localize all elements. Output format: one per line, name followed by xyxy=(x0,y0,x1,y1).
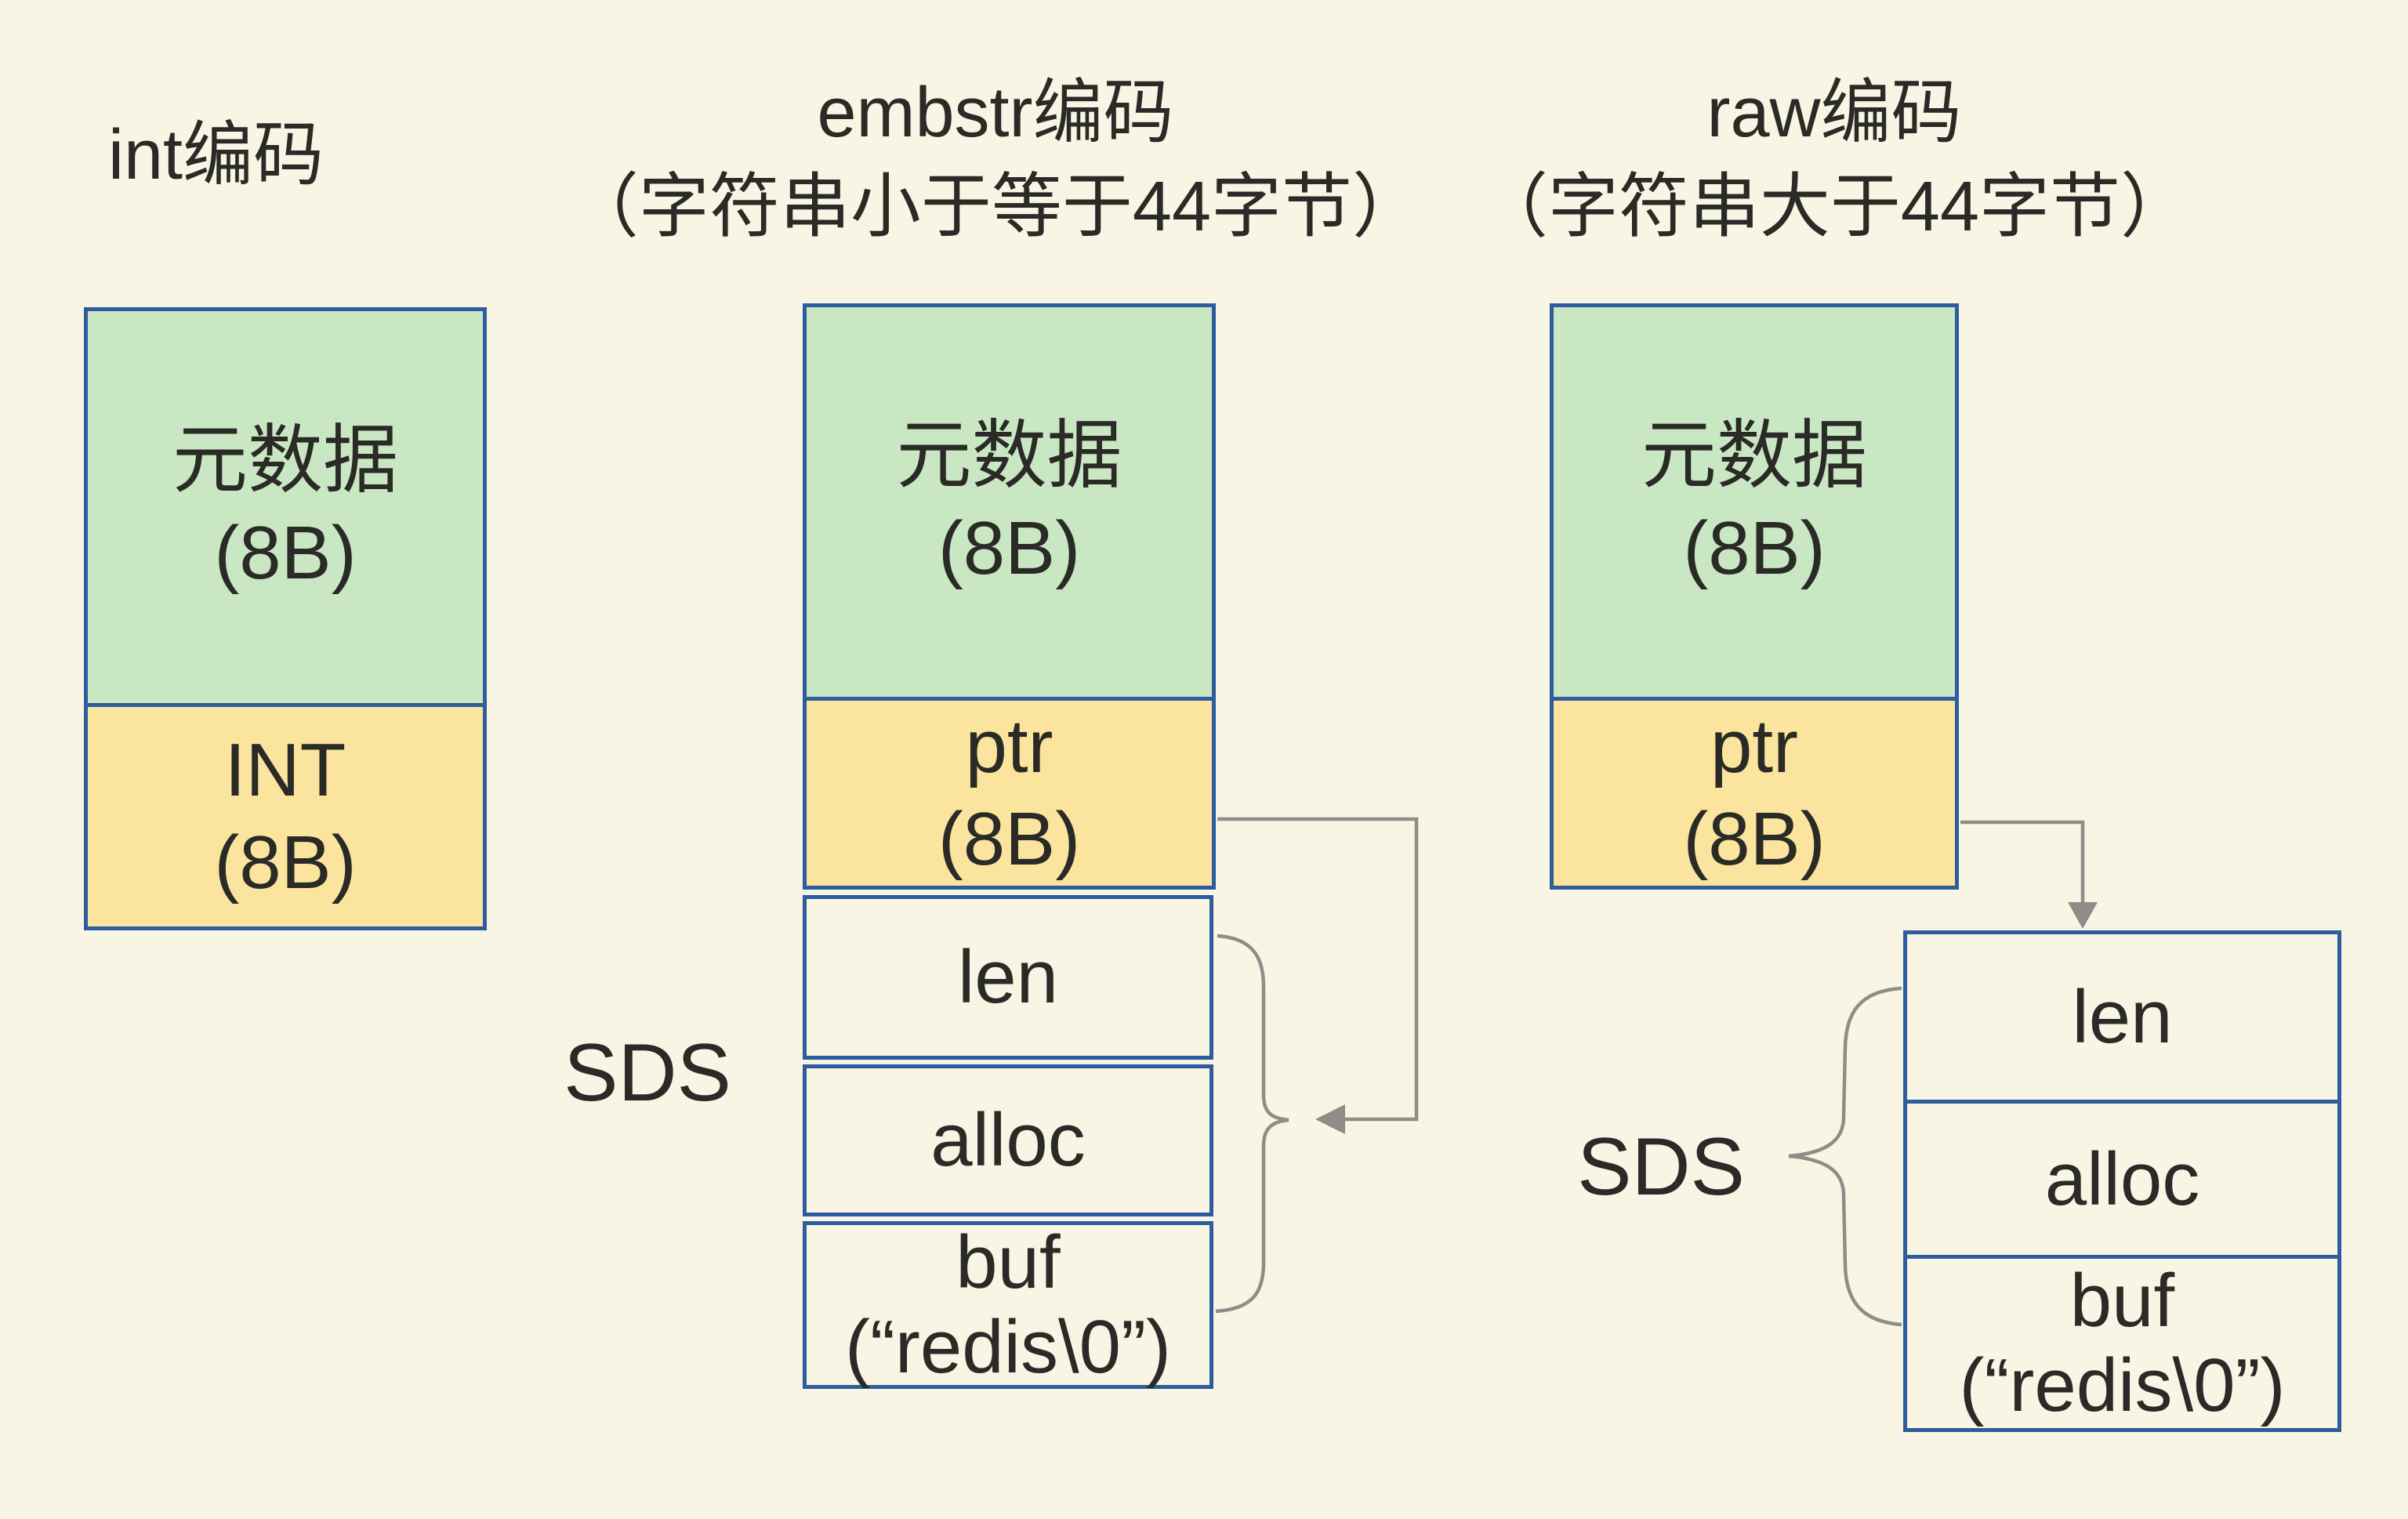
embstr-sds-label: SDS xyxy=(564,1028,731,1118)
embstr-metadata-label: 元数据 xyxy=(896,413,1122,498)
title-raw-line1: raw编码 xyxy=(1706,74,1962,152)
int-value-size: (8B) xyxy=(214,821,357,905)
raw-buf-value: (“redis\0”) xyxy=(1959,1343,2286,1427)
raw-sds-buf-row: buf (“redis\0”) xyxy=(1907,1255,2337,1428)
int-metadata-section: 元数据 (8B) xyxy=(88,311,483,707)
embstr-ptr-label: ptr xyxy=(965,705,1054,789)
title-embstr-line1: embstr编码 xyxy=(817,74,1174,152)
raw-pointer-line xyxy=(1960,820,2085,914)
embstr-sds-len-cell: len xyxy=(803,895,1213,1060)
embstr-ptr-size: (8B) xyxy=(937,797,1081,881)
embstr-alloc-label: alloc xyxy=(930,1098,1086,1182)
embstr-pointer-arrowhead xyxy=(1315,1104,1345,1134)
raw-sds-box: len alloc buf (“redis\0”) xyxy=(1903,930,2341,1432)
raw-metadata-section: 元数据 (8B) xyxy=(1554,307,1955,701)
embstr-sds-buf-cell: buf (“redis\0”) xyxy=(803,1220,1213,1389)
raw-len-label: len xyxy=(2072,974,2173,1059)
title-embstr-line2: （字符串小于等于44字节） xyxy=(568,168,1423,246)
int-metadata-label: 元数据 xyxy=(172,419,398,502)
raw-sds-len-row: len xyxy=(1907,934,2337,1100)
raw-object-box: 元数据 (8B) ptr (8B) xyxy=(1550,303,1959,890)
int-metadata-size: (8B) xyxy=(214,511,357,595)
raw-metadata-label: 元数据 xyxy=(1641,413,1867,498)
raw-ptr-label: ptr xyxy=(1710,705,1799,789)
embstr-pointer-line xyxy=(1217,817,1419,1122)
raw-metadata-size: (8B) xyxy=(1683,506,1826,590)
int-object-box: 元数据 (8B) INT (8B) xyxy=(84,307,487,930)
raw-sds-brace xyxy=(1788,986,1902,1327)
raw-sds-alloc-row: alloc xyxy=(1907,1100,2337,1255)
embstr-metadata-size: (8B) xyxy=(937,506,1081,590)
raw-alloc-label: alloc xyxy=(2044,1137,2200,1221)
raw-ptr-size: (8B) xyxy=(1683,797,1826,881)
embstr-metadata-section: 元数据 (8B) xyxy=(807,307,1212,701)
raw-buf-label: buf xyxy=(2069,1259,2175,1343)
int-value-section: INT (8B) xyxy=(88,707,483,926)
embstr-sds-alloc-cell: alloc xyxy=(803,1064,1213,1216)
embstr-object-box: 元数据 (8B) ptr (8B) xyxy=(803,303,1216,890)
int-value-label: INT xyxy=(224,728,346,812)
raw-ptr-section: ptr (8B) xyxy=(1554,701,1955,886)
embstr-len-label: len xyxy=(957,935,1059,1019)
title-embstr-encoding: embstr编码 （字符串小于等于44字节） xyxy=(408,66,1583,254)
embstr-ptr-section: ptr (8B) xyxy=(807,701,1212,886)
title-int-encoding: int编码 xyxy=(108,116,325,194)
title-raw-line2: （字符串大于44字节） xyxy=(1477,168,2192,246)
embstr-buf-label: buf xyxy=(956,1220,1061,1304)
raw-pointer-arrowhead xyxy=(2068,902,2098,929)
embstr-sds-brace xyxy=(1215,934,1289,1314)
embstr-buf-value: (“redis\0”) xyxy=(844,1305,1171,1389)
title-raw-encoding: raw编码 （字符串大于44字节） xyxy=(1286,66,2383,254)
raw-sds-label: SDS xyxy=(1577,1122,1745,1213)
